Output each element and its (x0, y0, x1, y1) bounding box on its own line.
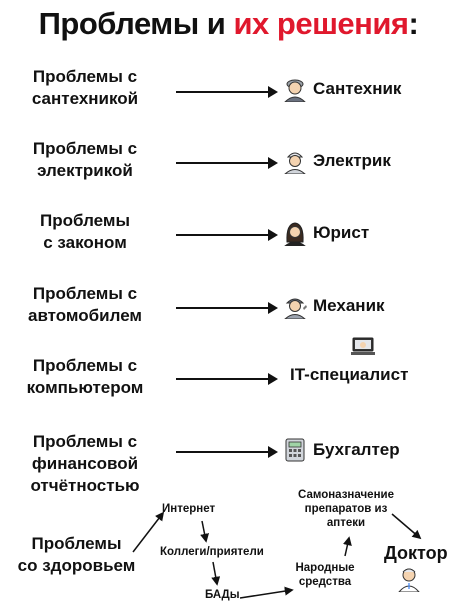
solution-label: Электрик (313, 151, 391, 170)
folk-line: средства (298, 576, 352, 588)
electrician-icon (284, 152, 306, 174)
problem-line: со здоровьем (17, 556, 136, 575)
problem-line: Проблемы (40, 211, 130, 230)
problem-line: с законом (43, 233, 127, 252)
problem-line: Проблемы с (32, 432, 138, 451)
computer-icon (351, 337, 375, 355)
arrow-to-doctor (391, 513, 422, 540)
problem-line: Проблемы с (32, 139, 138, 158)
problem-line: автомобилем (27, 306, 142, 325)
solution-doctor: Доктор (384, 543, 448, 564)
problem-line: Проблемы с (32, 67, 138, 86)
solution-label: Сантехник (313, 79, 402, 98)
arrow (176, 446, 278, 458)
solution-plumber: Сантехник (282, 76, 401, 102)
arrow (176, 302, 278, 314)
problem-electric: Проблемы с электрикой (10, 138, 160, 182)
arrow-to-friends (200, 520, 210, 543)
solution-label: Доктор (384, 543, 448, 563)
arrow-to-self-treatment (343, 536, 352, 557)
problem-computer: Проблемы с компьютером (10, 355, 160, 399)
option-folk-remedies: Народные средства (290, 561, 360, 589)
arrow-to-supplements (211, 561, 221, 586)
problem-line: компьютером (26, 378, 144, 397)
calculator-icon (285, 438, 305, 462)
problem-line: сантехникой (31, 89, 139, 108)
arrow (176, 86, 278, 98)
solution-electrician: Электрик (282, 148, 391, 174)
problem-plumbing: Проблемы с сантехникой (10, 66, 160, 110)
solution-label: Юрист (313, 223, 370, 242)
page-title: Проблемы и их решения: (0, 6, 457, 42)
problem-finance: Проблемы с финансовой отчётностью (10, 431, 160, 497)
solution-accountant: Бухгалтер (282, 437, 400, 463)
option-friends: Коллеги/приятели (160, 546, 264, 558)
arrow (176, 229, 278, 241)
mechanic-icon (284, 298, 307, 319)
solution-label: Бухгалтер (313, 440, 400, 459)
doctor-icon (398, 568, 420, 592)
option-self-treatment: Самоназначение препаратов из аптеки (286, 488, 406, 530)
title-part2: их решения (233, 6, 409, 41)
problem-line: Проблемы с (32, 284, 138, 303)
self-treatment-line: препаратов из (304, 503, 388, 515)
lawyer-icon (284, 222, 306, 246)
title-part1: Проблемы и (38, 6, 226, 41)
self-treatment-line: Самоназначение (298, 489, 394, 501)
solution-label: Механик (313, 296, 385, 315)
solution-lawyer: Юрист (282, 220, 369, 246)
problem-line: электрикой (37, 161, 133, 180)
self-treatment-line: аптеки (326, 517, 366, 529)
title-colon: : (408, 6, 419, 41)
problem-law: Проблемы с законом (10, 210, 160, 254)
problem-line: финансовой (31, 454, 139, 473)
solution-label: IT-специалист (290, 365, 409, 384)
arrow-to-internet (132, 511, 165, 553)
solution-mechanic: Механик (282, 293, 385, 319)
arrow-to-folk (239, 586, 294, 599)
problem-health: Проблемы со здоровьем (4, 533, 149, 577)
plumber-icon (284, 79, 306, 102)
option-supplements: БАДы (205, 589, 240, 601)
folk-line: Народные (295, 562, 355, 574)
arrow (176, 373, 278, 385)
option-internet: Интернет (162, 503, 216, 515)
solution-it: IT-специалист (290, 365, 408, 385)
arrow (176, 157, 278, 169)
problem-line: Проблемы с (32, 356, 138, 375)
problem-line: Проблемы (31, 534, 122, 553)
problem-car: Проблемы с автомобилем (10, 283, 160, 327)
problem-line: отчётностью (30, 476, 140, 495)
